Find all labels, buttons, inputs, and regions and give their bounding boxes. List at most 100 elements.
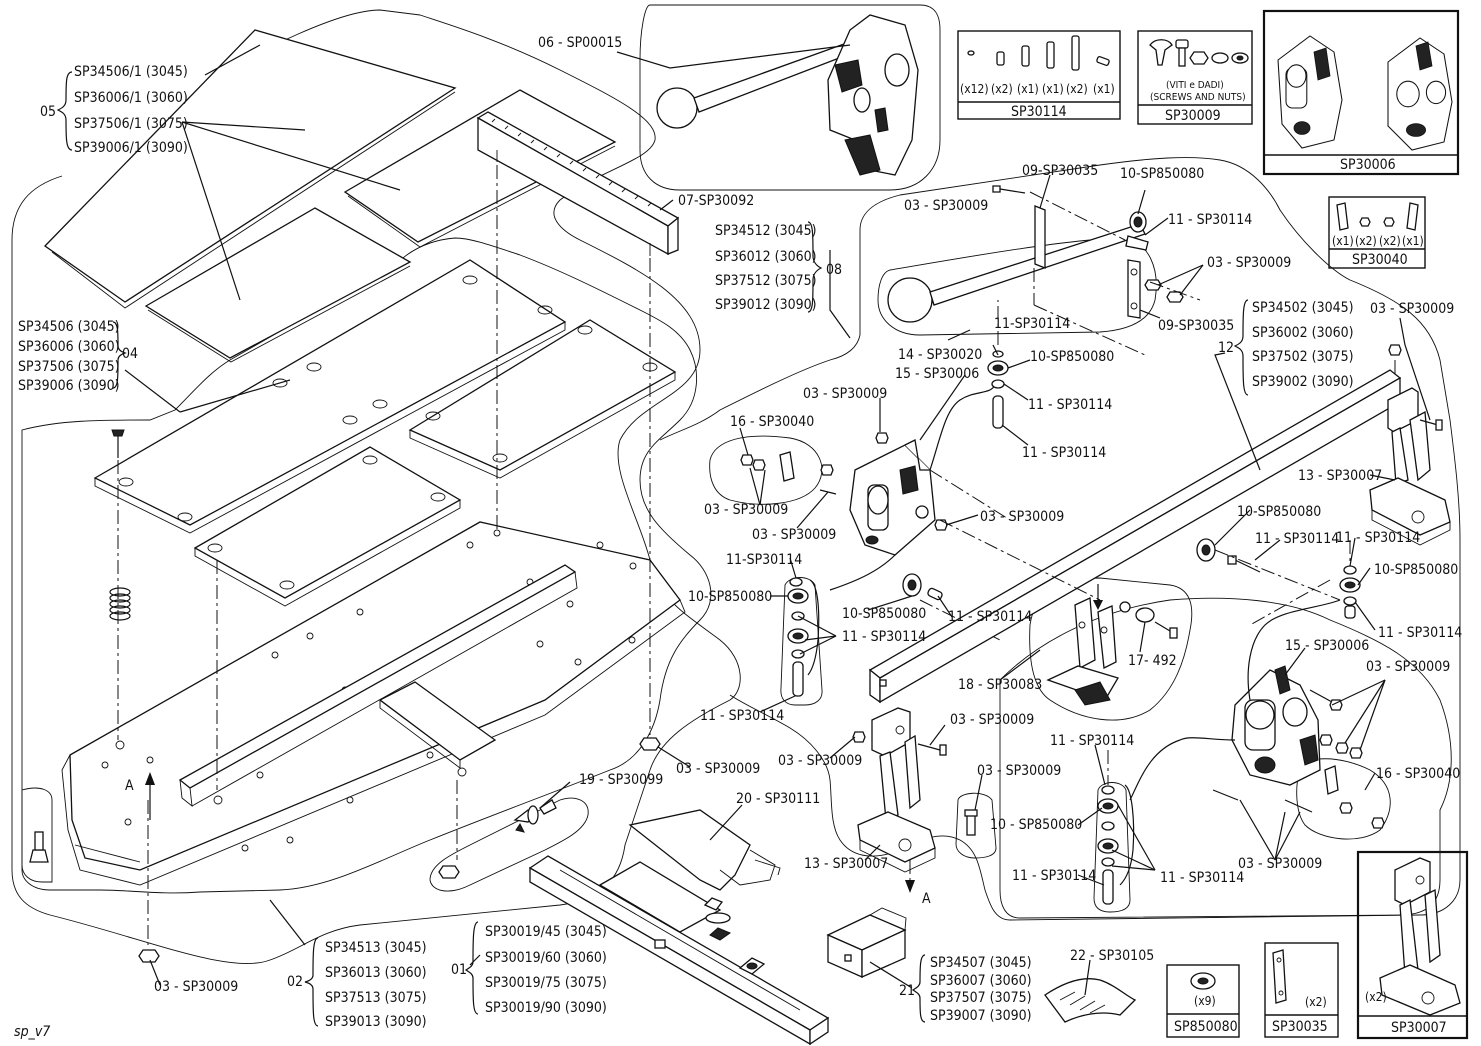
leader-lines	[124, 44, 1431, 996]
label-11a: 11 - SP30114	[1168, 212, 1252, 228]
ruler-07	[476, 111, 680, 256]
label-01a: SP30019/45 (3045)	[485, 924, 607, 940]
label-11b: 11-SP30114	[994, 316, 1070, 332]
label-03i: 03 - SP30009	[778, 753, 862, 769]
kit-sp30114-qty-5: (x2)	[1066, 82, 1088, 96]
label-01: 01	[451, 962, 467, 978]
kit-box-sp30007	[1356, 850, 1469, 1040]
label-10g: 10 - SP850080	[990, 817, 1082, 833]
label-06: 06 - SP00015	[538, 35, 622, 51]
label-arrow-A-right: A	[922, 891, 931, 907]
label-11e: 11 - SP30114	[1255, 531, 1339, 547]
kit-16-left	[740, 451, 795, 482]
centre-lines	[117, 165, 651, 945]
kit-sp30007-code: SP30007	[1391, 1020, 1447, 1036]
label-11f: 11 - SP30114	[1336, 530, 1420, 546]
label-01c: SP30019/75 (3075)	[485, 975, 607, 991]
kit-sp30006-code: SP30006	[1340, 157, 1396, 173]
label-05c: SP37506/1 (3075)	[74, 116, 188, 132]
kit-sp30114-qty-4: (x1)	[1042, 82, 1064, 96]
label-02a: SP34513 (3045)	[325, 940, 427, 956]
outline-nut-19	[429, 797, 589, 892]
outline-pins-lower	[1093, 782, 1131, 913]
spring-and-screw	[29, 429, 131, 863]
outline-top-lever	[639, 4, 941, 191]
label-01b: SP30019/60 (3060)	[485, 950, 607, 966]
arrow-A-left	[145, 772, 155, 820]
kit-texts: (x12) (x2) (x1) (x1) (x2) (x1) SP30114 (…	[960, 80, 1447, 1036]
drawing-version: sp_v7	[14, 1024, 50, 1040]
kit-box-sp850080	[1166, 964, 1240, 1038]
label-13b: 13 - SP30007	[804, 856, 888, 872]
label-03e: 03 - SP30009	[704, 502, 788, 518]
kit-box-sp30006	[1262, 9, 1460, 176]
label-11l: 11 - SP30114	[1050, 733, 1134, 749]
strip-22	[1044, 978, 1137, 1023]
label-03h: 03 - SP30009	[950, 712, 1034, 728]
label-03c: 03 - SP30009	[1370, 301, 1454, 317]
label-12c: SP37502 (3075)	[1252, 349, 1354, 365]
label-16a: 16 - SP30040	[730, 414, 814, 430]
label-10a: 10-SP850080	[1120, 166, 1204, 182]
kit-sp30040-code: SP30040	[1352, 252, 1408, 268]
label-01d: SP30019/90 (3090)	[485, 1000, 607, 1016]
label-11d: 11 - SP30114	[1022, 445, 1106, 461]
label-17: 17- 492	[1128, 653, 1177, 669]
base-board	[61, 521, 686, 886]
kit-sp30040-qty-4: (x1)	[1402, 234, 1424, 248]
label-03l: 03 - SP30009	[1366, 659, 1450, 675]
label-16b: 16 - SP30040	[1376, 766, 1460, 782]
label-09a: 09-SP30035	[1022, 163, 1098, 179]
label-15a: 15 - SP30006	[895, 366, 979, 382]
kit-box-sp30114	[957, 30, 1121, 120]
base-02	[69, 521, 681, 871]
label-10b: 10-SP850080	[1030, 349, 1114, 365]
plate-holes	[118, 275, 658, 590]
kit-box-sp30040	[1328, 196, 1426, 269]
label-22: 22 - SP30105	[1070, 948, 1154, 964]
lever-06	[656, 14, 919, 176]
label-05: 05	[40, 104, 56, 120]
outline-right-group	[659, 157, 1461, 921]
label-05a: SP34506/1 (3045)	[74, 64, 188, 80]
kit-sp30114-qty-6: (x1)	[1093, 82, 1115, 96]
label-03d: 03 - SP30009	[803, 386, 887, 402]
label-10c: 10-SP850080	[1237, 504, 1321, 520]
label-21c: SP37507 (3075)	[930, 990, 1032, 1006]
cover-20	[628, 809, 781, 891]
label-03m: 03 - SP30009	[1238, 856, 1322, 872]
label-03k: 03 - SP30009	[676, 761, 760, 777]
middle-plates	[93, 259, 677, 607]
label-18: 18 - SP30083	[958, 677, 1042, 693]
kit-sp30114-qty-3: (x1)	[1017, 82, 1039, 96]
braces	[56, 71, 1249, 1027]
label-20: 20 - SP30111	[736, 791, 820, 807]
bracket-18	[1046, 584, 1178, 706]
outline-left-table-group	[11, 9, 741, 965]
panel-05-upper-left	[44, 29, 457, 303]
label-03a: 03 - SP30009	[904, 198, 988, 214]
nuts	[138, 737, 661, 963]
label-04c: SP37506 (3075)	[18, 359, 120, 375]
label-08d: SP39012 (3090)	[715, 297, 817, 313]
label-03j: 03 - SP30009	[977, 763, 1061, 779]
label-12a: SP34502 (3045)	[1252, 300, 1354, 316]
outline-foot-left	[21, 787, 53, 883]
label-08: 08	[826, 262, 842, 278]
label-03n: 03 - SP30009	[154, 979, 238, 995]
box-21	[826, 907, 907, 978]
carriage-15-upper	[819, 384, 996, 591]
kit-sp30009-code: SP30009	[1165, 108, 1221, 124]
outline-pins-mid	[780, 577, 823, 706]
label-08b: SP36012 (3060)	[715, 249, 817, 265]
label-07: 07-SP30092	[678, 193, 754, 209]
kit-sp30040-qty-2: (x2)	[1355, 234, 1377, 248]
wing-nut-19	[513, 799, 557, 833]
spring	[109, 587, 131, 621]
kit-sp30114-qty-1: (x12)	[960, 82, 989, 96]
label-04d: SP39006 (3090)	[18, 378, 120, 394]
kit-sp30035-qty: (x2)	[1305, 995, 1327, 1009]
label-11n: 11 - SP30114	[1160, 870, 1244, 886]
kit-sp30040-qty-1: (x1)	[1332, 234, 1354, 248]
